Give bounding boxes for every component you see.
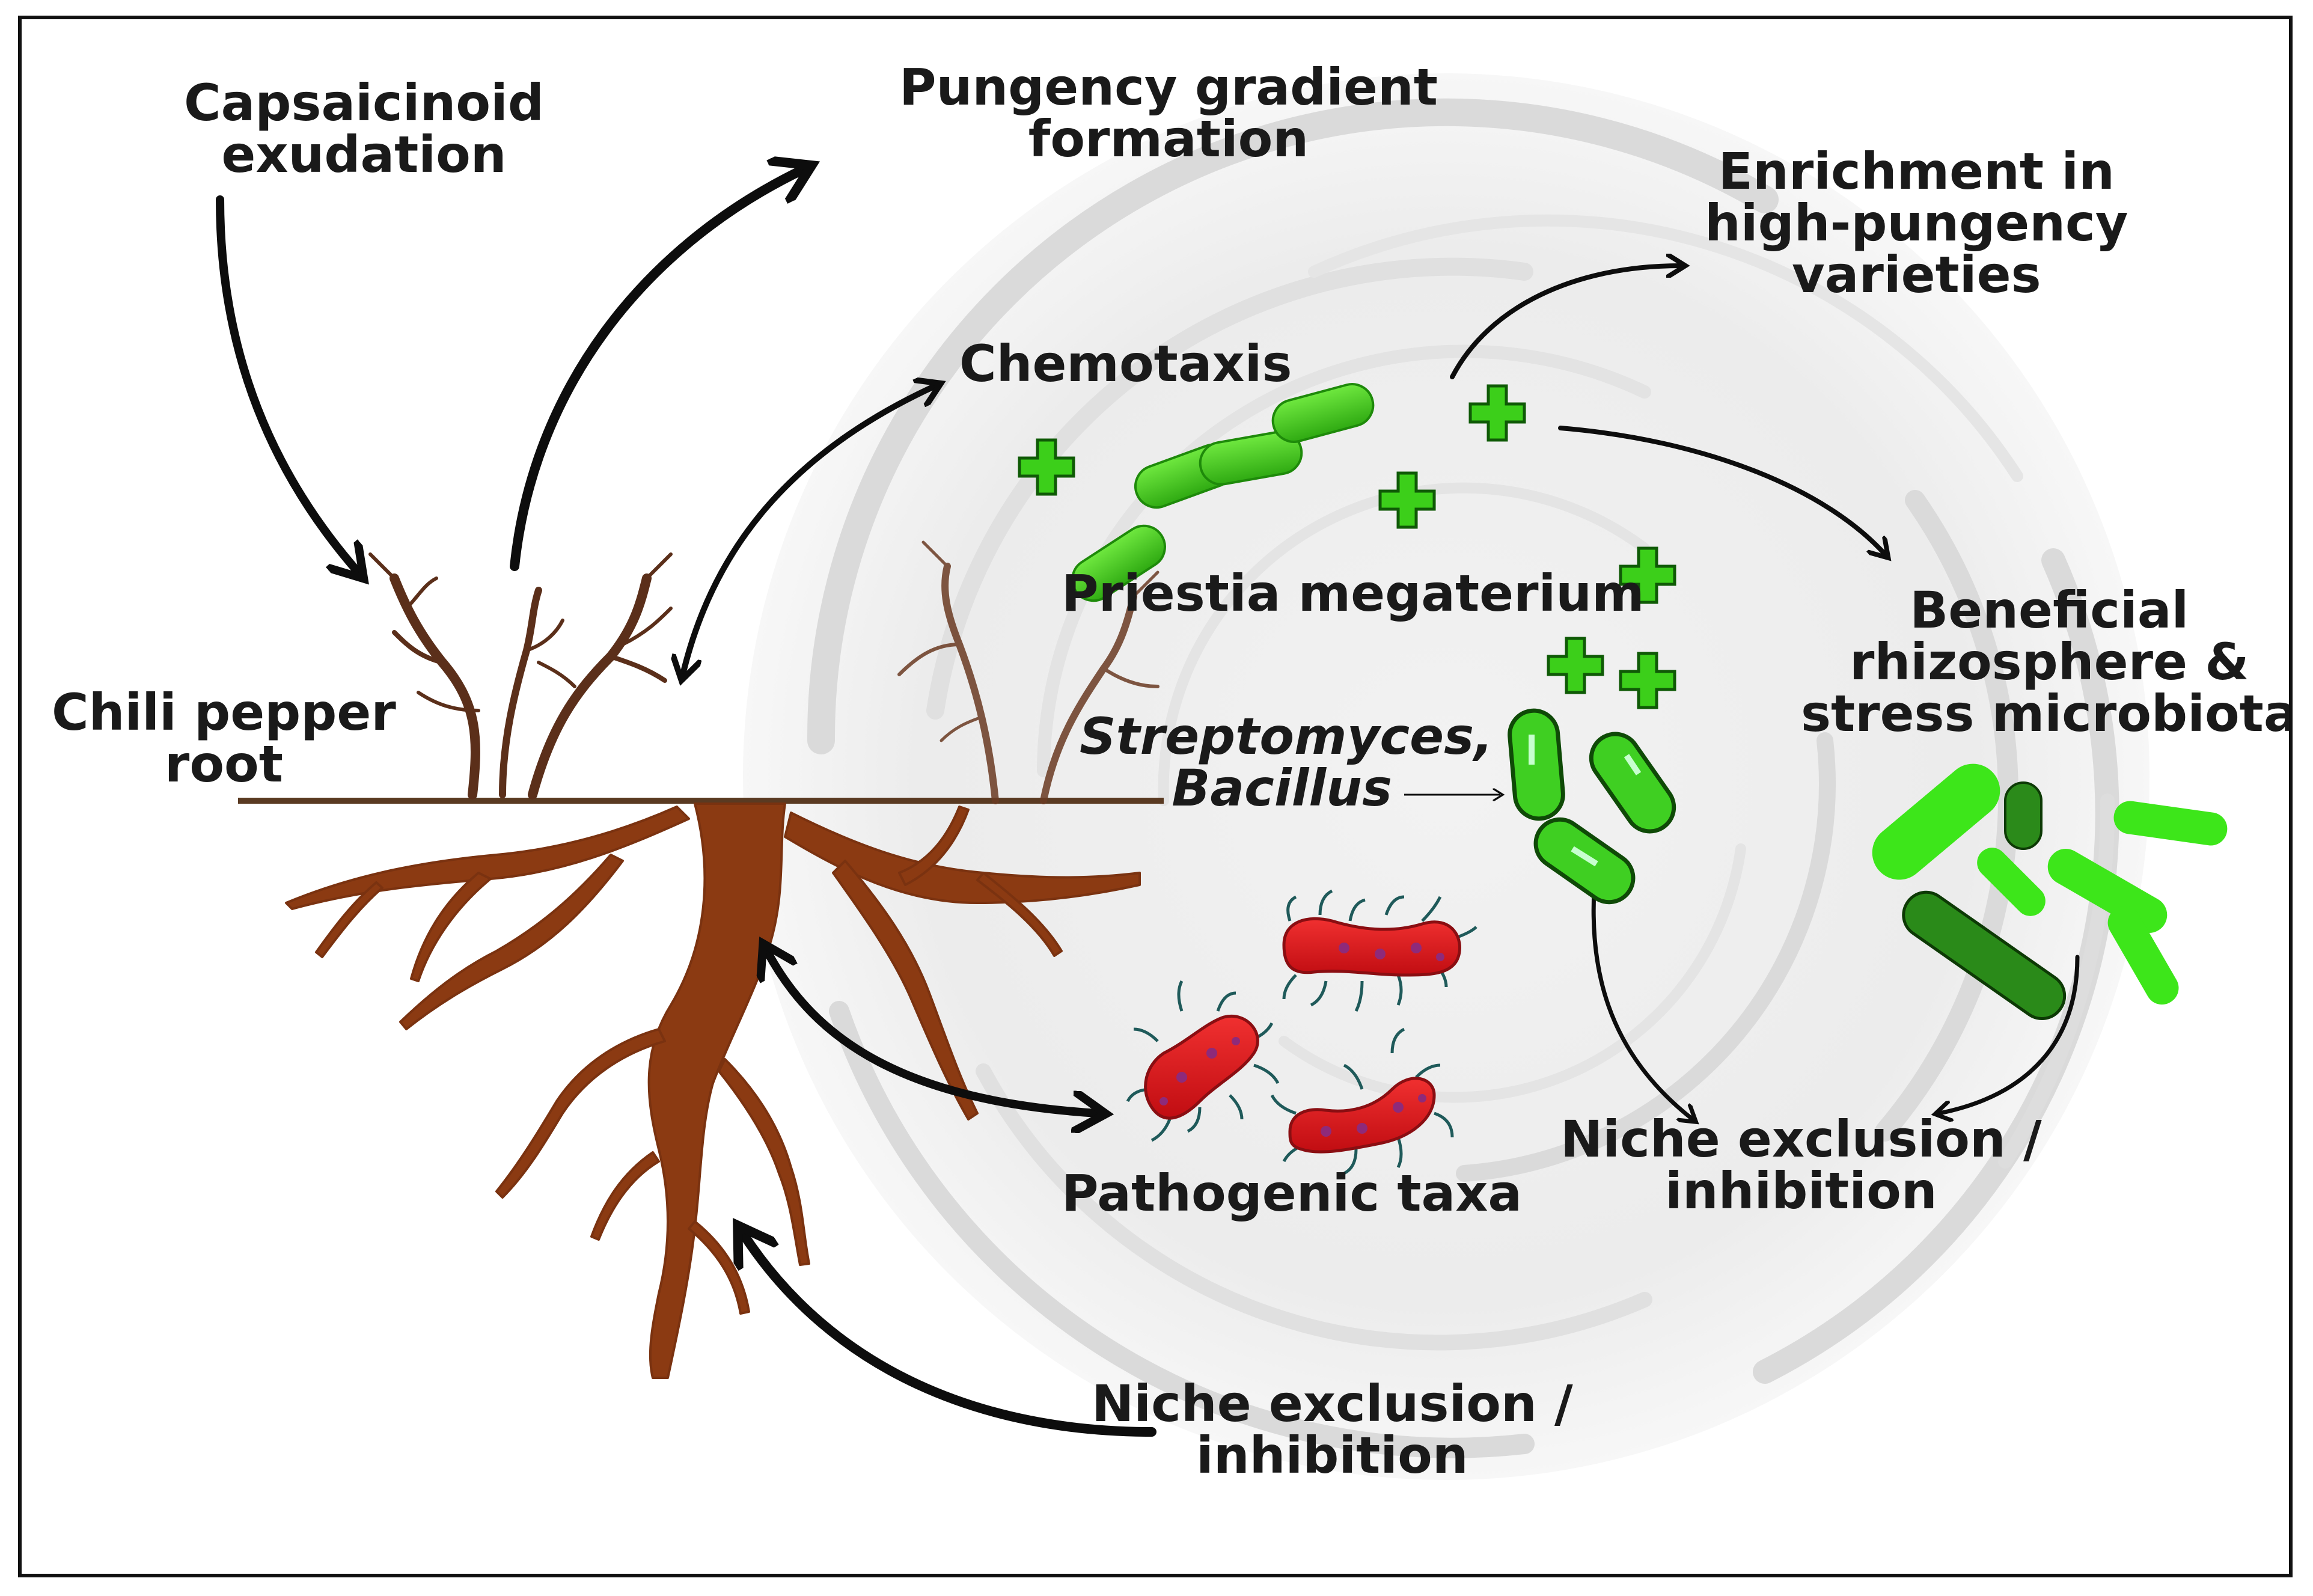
pungency-line-2: formation (1028, 109, 1309, 168)
streptomyces-line-1: Streptomyces, (1080, 707, 1493, 766)
enrichment-arrow (1450, 266, 1681, 379)
capsaicinoid-line-1: Capsaicinoid (184, 73, 544, 132)
enrichment-line-2: high-pungency (1705, 194, 2128, 252)
capsaicinoid-arrow (216, 195, 358, 572)
beneficial-niche-arrow (1939, 955, 2080, 1113)
pathogenic-bacteria-icon (1144, 917, 1461, 1154)
beneficial-line-3: stress microbiota (1801, 684, 2293, 743)
chili-root-label: Chili pepper root (52, 686, 396, 790)
diagram-canvas (216, 73, 2228, 1480)
niche-bottom-line-1: Niche exclusion / (1092, 1374, 1573, 1433)
streptomyces-bacillus-icon (1508, 708, 1676, 905)
niche-right-label: Niche exclusion / inhibition (1560, 1113, 2042, 1217)
enrichment-line-1: Enrichment in (1718, 142, 2115, 201)
priestia-label: Priestia megaterium (1062, 564, 1645, 623)
niche-bottom-label: Niche exclusion / inhibition (1092, 1378, 1573, 1481)
niche-right-line-1: Niche exclusion / (1560, 1110, 2042, 1169)
chili-plant-icon (368, 552, 673, 800)
pathogen-arrow (767, 951, 1098, 1113)
beneficial-line-1: Beneficial (1910, 581, 2189, 640)
chemotaxis-label: Chemotaxis (959, 334, 1292, 393)
pungency-arrow (510, 170, 803, 571)
beneficial-line-2: rhizosphere & (1850, 632, 2249, 691)
niche-right-line-2: inhibition (1665, 1161, 1937, 1220)
capsaicinoid-label: Capsaicinoid exudation (184, 77, 544, 180)
chili-root-line-1: Chili pepper (52, 683, 396, 742)
beneficial-bacteria-icon (1872, 763, 2228, 1021)
streptomyces-niche-arrow (1591, 858, 1693, 1119)
enrichment-line-3: varieties (1792, 245, 2041, 304)
streptomyces-line-2: Bacillus (1172, 759, 1392, 818)
pungency-line-1: Pungency gradient (899, 58, 1438, 117)
plus-sign-icon (1018, 384, 1676, 709)
beneficial-label: Beneficial rhizosphere & stress microbio… (1801, 581, 2293, 743)
rod-bacteria-chain-icon (1071, 383, 1375, 602)
pathogenic-bacteria-icon (1126, 889, 1477, 1175)
bottom-niche-arrow (743, 1234, 1156, 1437)
pathogenic-label: Pathogenic taxa (1062, 1164, 1523, 1223)
chemotaxis-arrow (683, 386, 935, 674)
chili-root-line-2: root (164, 735, 283, 793)
diagram-frame: Capsaicinoid exudation Pungency gradient… (18, 16, 2293, 1577)
streptomyces-label: Streptomyces, Bacillus (1080, 707, 1493, 818)
capsaicinoid-line-2: exudation (221, 125, 507, 184)
pungency-label: Pungency gradient formation (899, 61, 1438, 165)
beneficial-arrow (1558, 426, 1885, 554)
niche-bottom-line-2: inhibition (1196, 1426, 1468, 1485)
enrichment-label: Enrichment in high-pungency varieties (1705, 145, 2128, 301)
